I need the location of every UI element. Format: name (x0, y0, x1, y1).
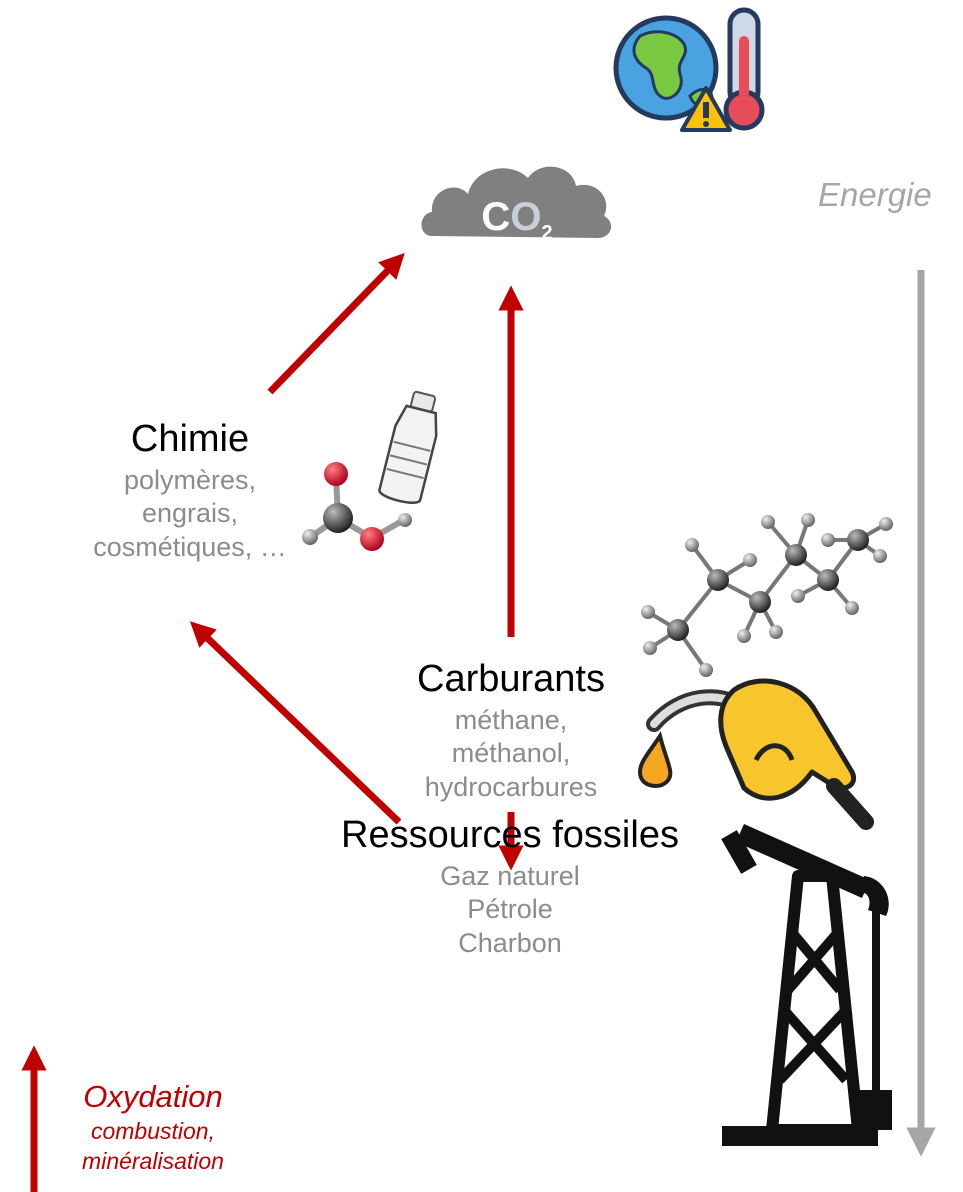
legend-oxidation: Oxydation combustion, minéralisation (58, 1078, 248, 1177)
co2-label: CO2 (472, 195, 562, 245)
fossiles-line: Pétrole (467, 894, 553, 925)
chimie-line: cosmétiques, … (93, 532, 287, 562)
carburants-line: méthanol, (451, 738, 571, 769)
carburants-line: hydrocarbures (424, 772, 598, 802)
chimie-block: Chimie polymères, engrais, cosmétiques, … (60, 416, 320, 565)
globe-warning-icon (613, 15, 732, 132)
arrow-chimie-to-co2 (267, 252, 405, 395)
chimie-line: engrais, (141, 498, 239, 529)
carburants-line: méthane, (454, 704, 568, 735)
energy-label: Energie (818, 176, 932, 213)
fossiles-line: Gaz naturel (440, 860, 580, 891)
water-bottle-icon (378, 390, 438, 504)
fossiles-block: Ressources fossiles Gaz naturel Pétrole … (300, 812, 720, 961)
thermometer-icon (723, 7, 765, 131)
arrow-fossiles-to-chimie (189, 621, 402, 825)
chimie-title: Chimie (130, 418, 250, 460)
fossiles-title: Ressources fossiles (341, 814, 679, 856)
legend-title: Oxydation (83, 1079, 223, 1114)
carburants-block: Carburants méthane, méthanol, hydrocarbu… (378, 656, 644, 805)
fuel-nozzle-icon (637, 678, 874, 830)
co2-c: C (481, 195, 511, 239)
fossiles-line: Charbon (458, 928, 562, 958)
chimie-line: polymères, (123, 464, 257, 495)
co2-cloud-icon (421, 166, 612, 238)
co2-subscript: 2 (541, 222, 553, 244)
carburants-title: Carburants (417, 658, 605, 700)
oil-pump-icon (721, 824, 892, 1146)
molecule-icon (302, 462, 412, 551)
legend-line: minéralisation (82, 1147, 224, 1174)
legend-line: combustion, (90, 1117, 215, 1144)
co2-o: O (510, 195, 542, 239)
hydrocarbon-chain-icon (641, 513, 893, 677)
